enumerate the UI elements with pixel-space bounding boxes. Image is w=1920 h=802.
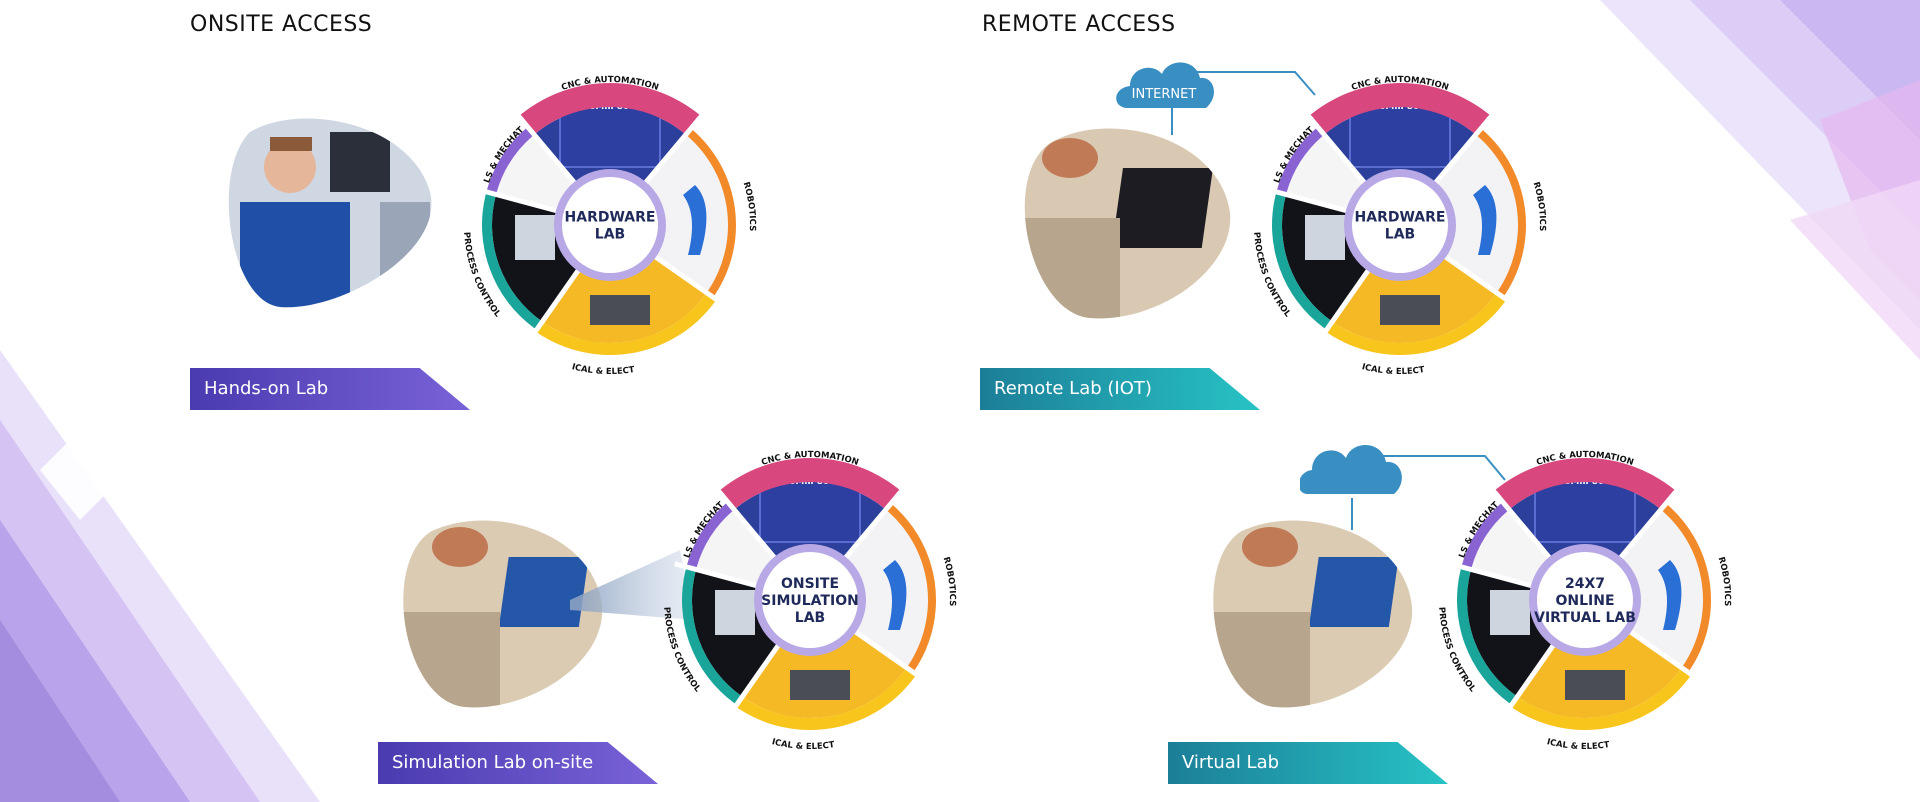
robot-arm-image [1658,560,1682,630]
hub-label-line: HARDWARE [1355,210,1446,226]
power-supply-image [1380,295,1440,325]
cloud-icon [1116,62,1214,108]
laptop-user-photo-virtual [1213,520,1413,708]
hub-label-line: SIMULATION [761,593,859,609]
hub-center [1537,552,1633,648]
robot-arm-image [683,185,707,255]
hub-label-line: LAB [595,227,625,243]
segment-controls-mechatronics-ring [486,128,533,193]
segment-controls-mechatronics-ring [686,503,733,568]
segment-cnc-automation-ring [1310,82,1490,134]
segment-process-control-ring [482,194,541,329]
segment-controls-mechatronics-image [696,509,778,588]
power-supply-image [1565,670,1625,700]
technician-photo [228,118,432,308]
process-rig-image [1490,590,1530,635]
hub-label-line: HARDWARE [565,210,656,226]
simulation-lab-banner[interactable]: Simulation Lab on-site [378,742,658,784]
process-rig-image [515,215,555,260]
segment-process-control-ring [1457,569,1516,704]
onsite-access-title: ONSITE ACCESS [190,12,373,37]
machine-label: ProMill 8000 [778,477,842,487]
laptop-user-photo-remote [1024,128,1231,319]
remote-access-title: REMOTE ACCESS [982,12,1176,37]
power-supply-image [790,670,850,700]
process-rig-image [715,590,755,635]
hands-on-lab-banner[interactable]: Hands-on Lab [190,368,470,410]
segment-robotics-label: ROBOTICS [1531,181,1547,232]
machine-label: ProMill 8000 [1553,477,1617,487]
segment-robotics-image [1617,509,1703,668]
segment-robotics-ring [1662,504,1711,671]
segment-robotics-image [1432,134,1518,293]
segment-controls-mechatronics-ring [1461,503,1508,568]
segment-controls-mechatronics-image [1286,134,1368,213]
hub-label-line: 24X7 [1565,576,1605,592]
robot-arm-image [883,560,907,630]
robot-arm-image [1473,185,1497,255]
segment-electrical-electronics-ring [737,669,916,730]
segment-robotics-image [642,134,728,293]
segment-robotics-image [842,509,928,668]
segment-robotics-ring [687,129,736,296]
remote-lab-banner[interactable]: Remote Lab (IOT) [980,368,1260,410]
segment-electrical-electronics-ring [1512,669,1691,730]
segment-cnc-automation-ring [1495,458,1675,509]
laptop-user-photo-simulation [403,520,603,708]
cloud-icon [1300,445,1402,494]
hub-label-line: ONLINE [1555,593,1614,609]
segment-robotics-ring [1477,129,1526,296]
process-rig-image [1305,215,1345,260]
segment-electrical-electronics-ring [1327,294,1506,355]
segment-cnc-automation-ring [520,82,700,134]
segment-controls-mechatronics-image [1471,509,1553,588]
segment-robotics-label: ROBOTICS [941,556,957,607]
machine-label: ProMill 8000 [578,102,642,112]
projection-cone [570,550,695,620]
hub-center [762,552,858,648]
segment-process-control-ring [1272,194,1331,329]
virtual-cloud [1300,445,1506,530]
internet-cloud: INTERNET [1116,62,1316,135]
hub-label-line: ONSITE [781,576,839,592]
hub-label-line: LAB [795,610,825,626]
hub-label-line: LAB [1385,227,1415,243]
segment-cnc-automation-ring [720,458,900,509]
virtual-lab-banner[interactable]: Virtual Lab [1168,742,1448,784]
hub-label-line: VIRTUAL LAB [1534,610,1636,626]
segment-robotics-label: ROBOTICS [741,181,757,232]
internet-label: INTERNET [1132,87,1197,102]
power-supply-image [590,295,650,325]
segment-robotics-label: ROBOTICS [1716,556,1732,607]
hub-center [1352,177,1448,273]
hub-center [562,177,658,273]
machine-label: ProMill 8000 [1368,102,1432,112]
segment-robotics-ring [887,504,936,671]
segment-electrical-electronics-ring [537,294,716,355]
segment-process-control-ring [682,569,741,704]
segment-controls-mechatronics-image [496,134,578,213]
segment-controls-mechatronics-ring [1276,128,1323,193]
